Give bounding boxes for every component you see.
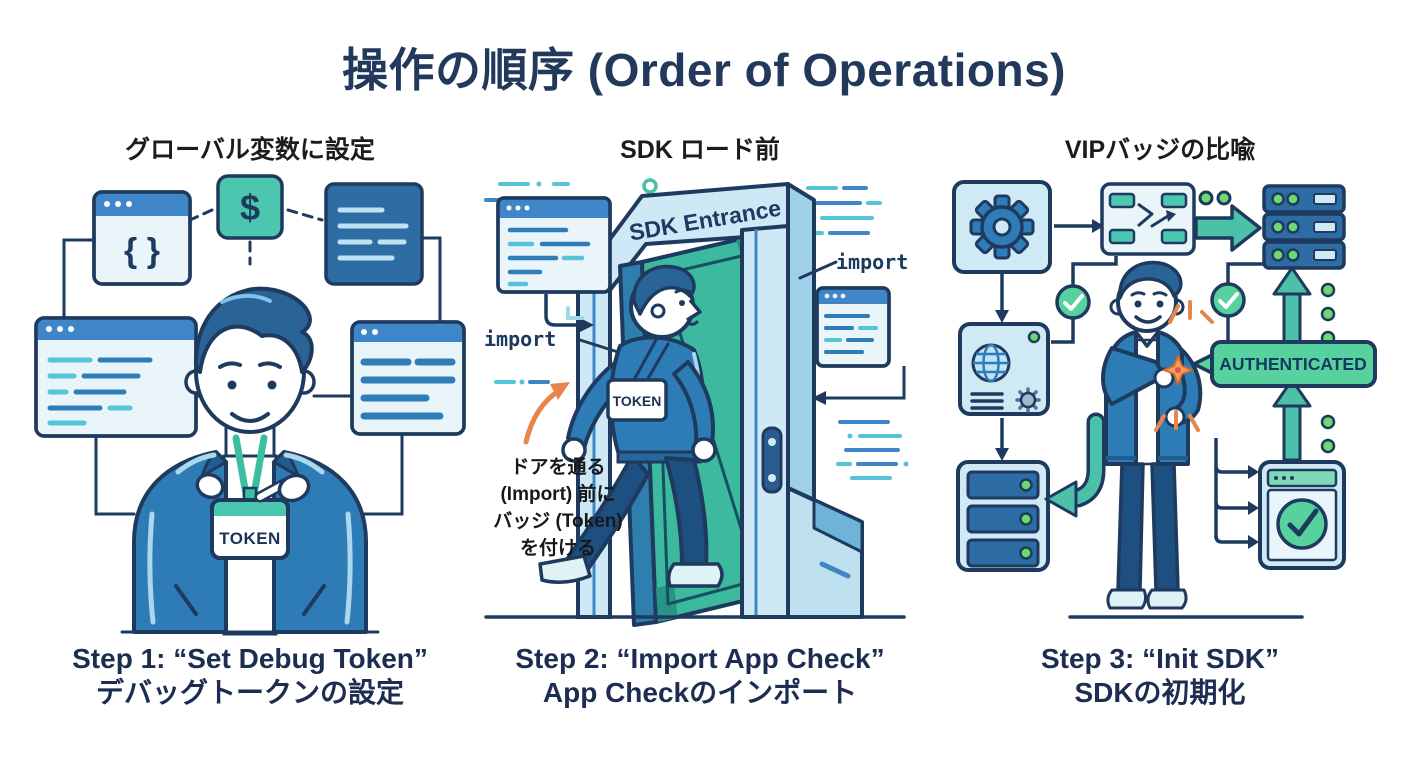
hair xyxy=(193,286,314,374)
import-label-right: import xyxy=(836,250,909,274)
step1-caption-en: Step 1: “Set Debug Token” xyxy=(72,643,428,674)
code-dashes-decor xyxy=(484,178,909,480)
orange-arrow xyxy=(523,382,570,445)
authenticated-badge: AUTHENTICATED xyxy=(1192,340,1377,388)
up-arrow-bottom xyxy=(1272,378,1312,462)
flow-connectors xyxy=(1000,224,1274,544)
step2-caption: Step 2: “Import App Check” App Checkのインポ… xyxy=(470,642,930,710)
import-label-left: import xyxy=(484,327,557,351)
server-stack-top-icon xyxy=(1262,184,1346,270)
step1-caption: Step 1: “Set Debug Token” デバッグトークンの設定 xyxy=(30,642,470,710)
page-title: 操作の順序 (Order of Operations) xyxy=(342,44,1066,96)
web-app-box-icon xyxy=(958,322,1050,416)
code-window-dark-icon xyxy=(324,182,424,286)
small-gear-icon xyxy=(1015,387,1041,413)
door-sensor-panel xyxy=(761,426,783,494)
dollar-glyph: $ xyxy=(240,187,260,228)
person-with-token-badge: TOKEN xyxy=(132,286,368,636)
token-badge-label: TOKEN xyxy=(219,529,281,548)
step1-caption-ja: デバッグトークンの設定 xyxy=(95,677,404,708)
chest-sparkle xyxy=(1163,355,1193,385)
note-line2: (Import) 前に xyxy=(500,484,616,505)
door-note: ドアを通る (Import) 前に バッジ (Token) を付ける xyxy=(470,454,646,562)
orange-sparks xyxy=(1154,300,1214,432)
panel2-header: SDK ロード前 xyxy=(620,136,780,164)
person-walking-through-door: TOKEN xyxy=(538,264,724,588)
door-frame-right xyxy=(740,182,864,619)
note-line1: ドアを通る xyxy=(510,457,606,478)
teal-arrow-down-left xyxy=(1044,412,1106,518)
check-circle-right xyxy=(1210,282,1246,318)
teal-arrow-right xyxy=(1194,204,1262,252)
panel2-illustration: SDK Entrance xyxy=(484,178,909,627)
server-stack-bottom-icon xyxy=(956,460,1050,572)
braces-code-window-icon: { } xyxy=(92,190,192,286)
code-window-right-icon xyxy=(350,320,466,436)
hair xyxy=(1118,260,1183,300)
up-arrow-top xyxy=(1272,266,1312,352)
note-line3: バッジ (Token) xyxy=(493,511,623,532)
token-badge-label: TOKEN xyxy=(613,393,662,409)
step3-caption-en: Step 3: “Init SDK” xyxy=(1040,643,1279,674)
flowchart-box-icon xyxy=(1100,182,1196,256)
code-window-import-icon xyxy=(496,196,612,332)
token-badge: TOKEN xyxy=(606,378,668,422)
step2-caption-en: Step 2: “Import App Check” xyxy=(515,643,885,674)
panel1-illustration: $ { } xyxy=(34,174,466,636)
panel-init-sdk: VIPバッジの比喩 xyxy=(930,122,1390,732)
person-authenticated xyxy=(1101,260,1214,610)
panel3-illustration: AUTHENTICATED xyxy=(952,180,1377,619)
import-left-pointer xyxy=(578,338,620,354)
import-right-pointer xyxy=(798,260,838,280)
gear-box-icon xyxy=(952,180,1052,274)
step2-caption-ja: App Checkのインポート xyxy=(542,677,858,708)
panel-set-debug-token: グローバル変数に設定 $ { } xyxy=(30,122,470,732)
token-badge: TOKEN xyxy=(210,498,290,560)
panel1-header: グローバル変数に設定 xyxy=(125,136,375,164)
panel3-header: VIPバッジの比喩 xyxy=(1064,136,1256,164)
check-circle-left xyxy=(1055,284,1091,320)
note-line4: を付ける xyxy=(519,538,596,559)
code-window-right2-icon xyxy=(812,286,906,405)
braces-glyph: { } xyxy=(124,232,160,270)
hair xyxy=(632,264,696,316)
step3-caption-ja: SDKの初期化 xyxy=(1074,677,1246,708)
code-window-left-icon xyxy=(34,316,198,438)
authenticated-badge-label: AUTHENTICATED xyxy=(1219,354,1366,374)
panel-import-app-check: SDK ロード前 SDK Entrance xyxy=(470,122,930,732)
app-check-browser-icon xyxy=(1258,460,1346,570)
dollar-icon: $ xyxy=(216,174,284,240)
step3-caption: Step 3: “Init SDK” SDKの初期化 xyxy=(930,642,1390,710)
